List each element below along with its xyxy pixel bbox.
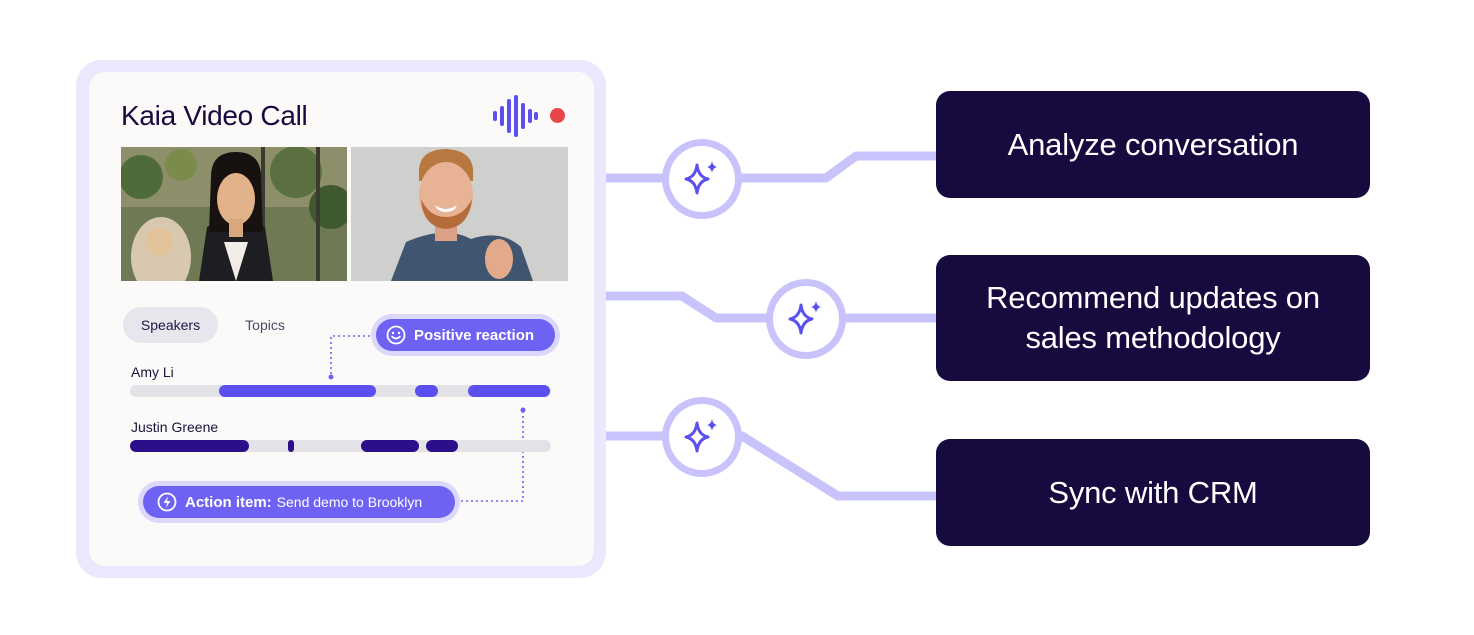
- action-item-tag[interactable]: Action item: Send demo to Brooklyn: [143, 486, 455, 518]
- speaker-timeline-amy: [130, 385, 551, 397]
- sparkle-icon: [684, 161, 717, 195]
- sparkle-node-2: [766, 279, 846, 359]
- speech-segment: [468, 385, 550, 397]
- tab-speakers[interactable]: Speakers: [123, 307, 218, 343]
- speech-segment: [361, 440, 419, 452]
- recording-dot: [550, 108, 565, 123]
- speaker-timeline-justin: [130, 440, 551, 452]
- feature-sync-crm: Sync with CRM: [936, 439, 1370, 546]
- feature-label: Recommend updates on sales methodology: [986, 280, 1320, 355]
- speaker-name-justin: Justin Greene: [131, 419, 219, 435]
- sparkle-icon: [788, 301, 821, 335]
- sound-wave-icon: [493, 95, 538, 137]
- feature-label: Sync with CRM: [1048, 474, 1258, 510]
- participant-2-image: [351, 147, 568, 281]
- speaker-name-amy: Amy Li: [131, 364, 174, 380]
- speech-segment: [130, 440, 249, 452]
- speech-segment: [288, 440, 294, 452]
- feature-analyze-conversation: Analyze conversation: [936, 91, 1370, 198]
- sparkle-icon: [684, 419, 717, 453]
- speech-segment: [415, 385, 438, 397]
- lightning-icon: [157, 492, 177, 512]
- call-title: Kaia Video Call: [121, 100, 308, 131]
- tab-topics[interactable]: Topics: [245, 317, 285, 333]
- speech-segment: [426, 440, 458, 452]
- action-item-text: Send demo to Brooklyn: [276, 494, 423, 510]
- feature-recommend-updates: Recommend updates on sales methodology: [936, 255, 1370, 381]
- feature-label: Analyze conversation: [1007, 126, 1299, 162]
- video-tile-participant-1[interactable]: [121, 147, 347, 281]
- smiley-icon: [386, 325, 406, 345]
- speech-segment: [219, 385, 376, 397]
- participant-1-image: [121, 147, 347, 281]
- positive-reaction-label: Positive reaction: [414, 326, 535, 344]
- sparkle-node-3: [662, 397, 742, 477]
- positive-reaction-tag[interactable]: Positive reaction: [376, 319, 555, 351]
- sparkle-node-1: [662, 139, 742, 219]
- action-item-label: Action item:: [185, 493, 272, 511]
- video-tile-participant-2[interactable]: [351, 147, 568, 281]
